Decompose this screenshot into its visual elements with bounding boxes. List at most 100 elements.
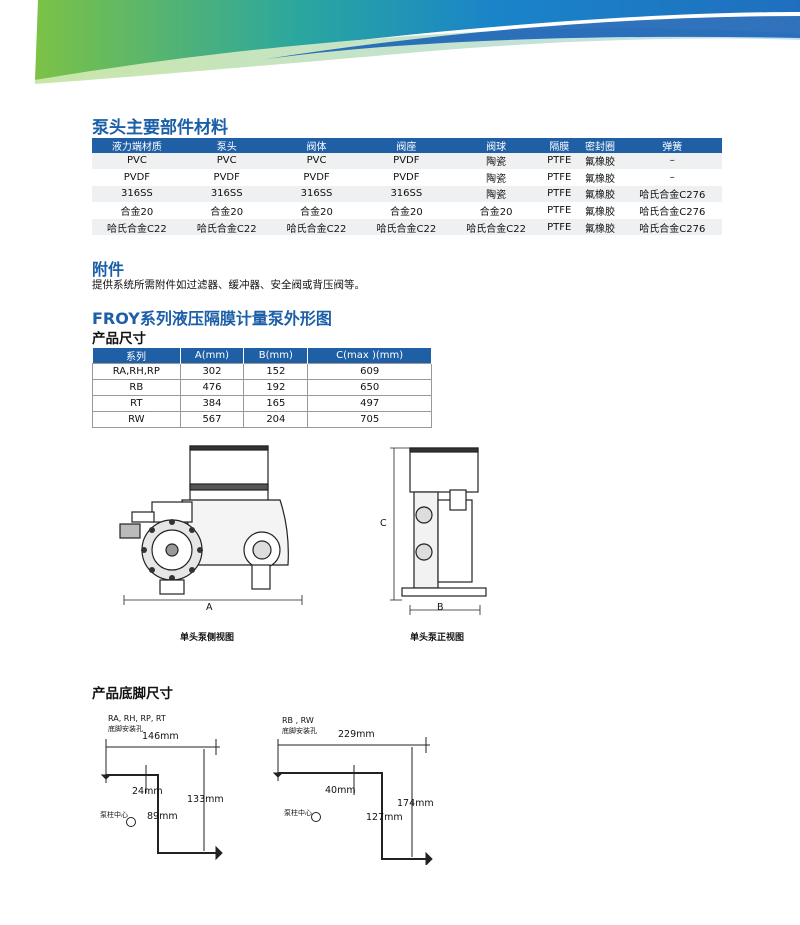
size-header-cell: A(mm) <box>180 348 245 364</box>
size-header-cell: 系列 <box>92 348 181 364</box>
table-cell: 陶瓷 <box>451 169 542 187</box>
table-row: RW 567 204 705 <box>92 411 432 428</box>
table-cell: 497 <box>307 395 432 412</box>
header-banner <box>35 0 800 84</box>
table-cell: 氟橡胶 <box>577 218 623 236</box>
materials-header-cell: 泵头 <box>181 138 272 153</box>
table-cell: 氟橡胶 <box>577 169 623 187</box>
table-row: 合金20 合金20 合金20 合金20 合金20 PTFE 氟橡胶 哈氏合金C2… <box>92 202 722 220</box>
table-row: 哈氏合金C22 哈氏合金C22 哈氏合金C22 哈氏合金C22 哈氏合金C22 … <box>92 218 722 236</box>
table-cell: 哈氏合金C276 <box>622 202 722 220</box>
table-cell: PTFE <box>541 202 578 220</box>
table-cell: 302 <box>179 363 245 380</box>
front-view-caption: 单头泵正视图 <box>410 633 465 643</box>
table-cell: 609 <box>307 363 432 380</box>
table-cell: PVDF <box>92 169 182 187</box>
side-view-caption: 单头泵侧视图 <box>180 633 235 643</box>
foot1-center-label: 泵柱中心 <box>100 811 128 819</box>
foot1-d4: 89mm <box>147 811 178 822</box>
foot2-center-label: 泵柱中心 <box>284 809 312 817</box>
table-cell: 316SS <box>92 185 182 203</box>
table-row: RB 476 192 650 <box>92 379 432 396</box>
foot1-d2: 24mm <box>132 786 163 797</box>
materials-table: 液力端材质 泵头 阀体 阀座 阀球 隔膜 密封圈 弹簧 PVC PVC PVC … <box>92 138 722 236</box>
table-cell: 165 <box>243 395 309 412</box>
table-cell: PVDF <box>181 169 272 187</box>
table-cell: 陶瓷 <box>451 185 542 203</box>
table-cell: PTFE <box>541 153 578 170</box>
table-cell: 316SS <box>181 185 272 203</box>
table-cell: PTFE <box>541 169 578 187</box>
table-row: RT 384 165 497 <box>92 395 432 412</box>
foot2-d3: 127mm <box>366 812 403 823</box>
table-cell: 哈氏合金C22 <box>451 218 542 236</box>
pump-side-view-drawing <box>119 445 303 605</box>
table-cell: 合金20 <box>92 202 182 220</box>
pump-center-icon <box>311 812 321 822</box>
foot2-d4: 174mm <box>397 798 434 809</box>
table-cell: PVC <box>271 153 362 170</box>
table-cell: 哈氏合金C22 <box>92 218 182 236</box>
table-cell: 476 <box>179 379 245 396</box>
table-cell: 204 <box>243 411 309 428</box>
table-cell: 哈氏合金C22 <box>181 218 272 236</box>
pump-front-view-drawing <box>390 447 487 615</box>
table-cell: – <box>622 153 722 170</box>
foot2-d1: 229mm <box>338 729 375 740</box>
table-cell: PTFE <box>541 185 578 203</box>
table-cell: 陶瓷 <box>451 153 542 170</box>
table-cell: 705 <box>307 411 432 428</box>
table-cell: 316SS <box>271 185 362 203</box>
foot1-d3: 133mm <box>187 794 224 805</box>
table-cell: RT <box>92 395 181 412</box>
table-cell: 192 <box>243 379 309 396</box>
table-cell: PVDF <box>271 169 362 187</box>
table-cell: 合金20 <box>451 202 542 220</box>
materials-header-cell: 阀座 <box>361 138 452 153</box>
table-cell: RW <box>92 411 181 428</box>
table-row: PVDF PVDF PVDF PVDF 陶瓷 PTFE 氟橡胶 – <box>92 169 722 187</box>
label-a: A <box>206 602 213 613</box>
table-cell: RB <box>92 379 181 396</box>
table-cell: 哈氏合金C276 <box>622 185 722 203</box>
table-cell: 152 <box>243 363 309 380</box>
table-cell: 哈氏合金C22 <box>271 218 362 236</box>
table-cell: 氟橡胶 <box>577 202 623 220</box>
size-title: 产品尺寸 <box>92 331 146 347</box>
foot2-d2: 40mm <box>325 785 356 796</box>
table-cell: 合金20 <box>361 202 452 220</box>
size-table: 系列 A(mm) B(mm) C(max )(mm) RA,RH,RP 302 … <box>92 348 432 428</box>
size-header-cell: C(max )(mm) <box>307 348 432 364</box>
accessories-text: 提供系统所需附件如过滤器、缓冲器、安全阀或背压阀等。 <box>92 279 365 291</box>
materials-header-cell: 弹簧 <box>622 138 722 153</box>
materials-header-cell: 液力端材质 <box>92 138 182 153</box>
foot2-drawing <box>272 737 433 865</box>
materials-header-cell: 阀球 <box>451 138 542 153</box>
foot1-drawing <box>100 739 223 860</box>
table-cell: 合金20 <box>271 202 362 220</box>
table-row: RA,RH,RP 302 152 609 <box>92 363 432 380</box>
materials-header-cell: 阀体 <box>271 138 362 153</box>
table-cell: PVC <box>92 153 182 170</box>
materials-title: 泵头主要部件材料 <box>92 118 228 138</box>
foot2-sub: 底脚安装孔 <box>282 727 317 735</box>
table-cell: 哈氏合金C276 <box>622 218 722 236</box>
pump-center-icon <box>126 817 136 827</box>
table-cell: 氟橡胶 <box>577 153 623 170</box>
table-cell: PVC <box>181 153 272 170</box>
label-c: C <box>380 518 387 529</box>
table-cell: 650 <box>307 379 432 396</box>
label-b: B <box>437 602 444 613</box>
table-row: 316SS 316SS 316SS 316SS 陶瓷 PTFE 氟橡胶 哈氏合金… <box>92 185 722 203</box>
foot1-sub: 底脚安装孔 <box>108 725 143 733</box>
foot1-series: RA, RH, RP, RT <box>108 714 166 723</box>
table-cell: 哈氏合金C22 <box>361 218 452 236</box>
foot-title: 产品底脚尺寸 <box>92 686 173 702</box>
table-cell: 384 <box>179 395 245 412</box>
table-cell: PVDF <box>361 169 452 187</box>
accessories-title: 附件 <box>92 260 125 279</box>
table-cell: RA,RH,RP <box>92 363 181 380</box>
table-cell: 合金20 <box>181 202 272 220</box>
table-cell: 316SS <box>361 185 452 203</box>
table-cell: PVDF <box>361 153 452 170</box>
